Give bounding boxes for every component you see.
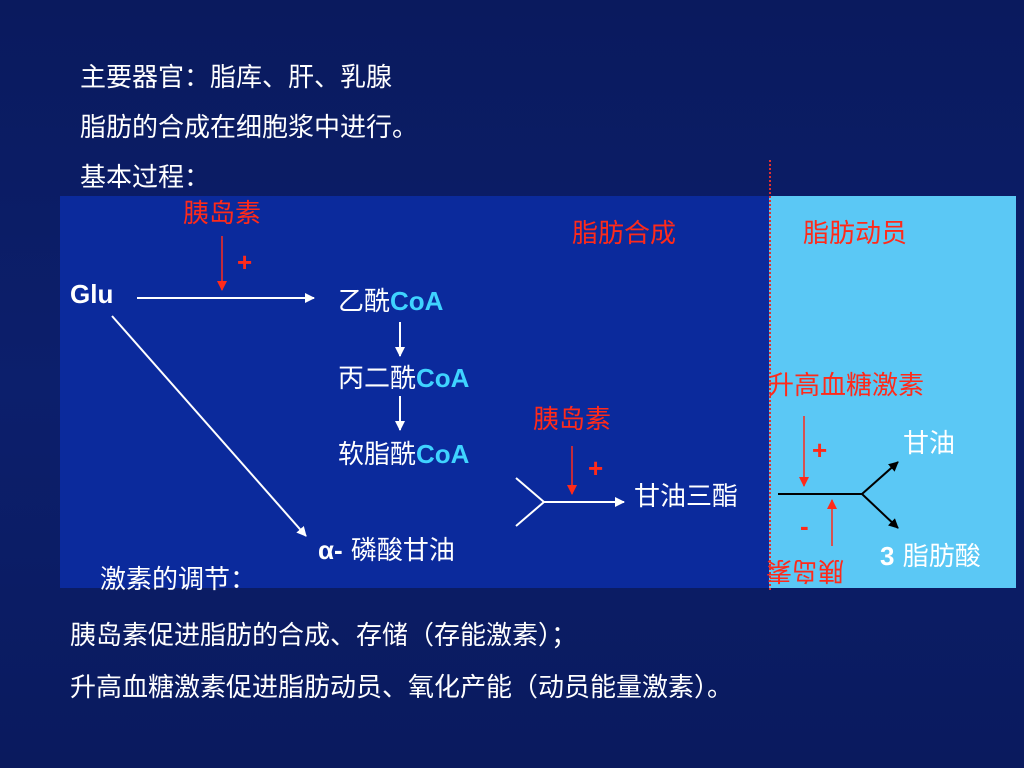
insulin-mid-label: 胰岛素 [533,405,612,435]
palmitoyl-prefix: 软脂酰 [338,440,417,470]
dotted-divider [769,160,771,590]
intro-line-1: 主要器官：脂库、肝、乳腺 [80,63,393,93]
plus-mid: + [588,453,604,483]
palmitoyl-coa-label: 软脂酰CoA [338,438,469,471]
palmitoyl-suffix: CoA [416,439,470,469]
malonyl-coa-label: 丙二酰CoA [338,362,469,395]
fatty-acid-suffix: 脂肪酸 [902,542,981,572]
glycerol-label: 甘油 [903,429,956,459]
intro-line-2: 脂肪的合成在细胞浆中进行。 [80,113,419,143]
glu-label: Glu [70,279,114,309]
insulin-flipped-label: 胰岛素 [766,555,845,585]
regulation-line-1: 胰岛素促进脂肪的合成、存储（存能激素）； [70,621,578,651]
fat-synthesis-label: 脂肪合成 [572,219,677,249]
to-glycerol-arrow [861,461,899,495]
fat-mobilization-label: 脂肪动员 [803,219,908,249]
glu-to-glycerol-phosphate-arrow [111,315,307,537]
glucagon-label: 升高血糖激素 [768,371,925,401]
malonyl-prefix: 丙二酰 [338,364,417,394]
plus-top: + [237,247,253,277]
acetyl-suffix: CoA [390,286,444,316]
acetyl-prefix: 乙酰 [338,287,391,317]
fatty-acid-label: 3 脂肪酸 [880,540,981,573]
acetyl-coa-label: 乙酰CoA [338,285,443,318]
plus-right: + [812,435,828,465]
glycerol-phosphate-prefix: α- [318,535,343,565]
to-fatty-acid-arrow [861,493,899,529]
malonyl-suffix: CoA [416,363,470,393]
intro-line-3: 基本过程： [80,163,211,193]
glycerol-phosphate-label: α- 磷酸甘油 [318,534,455,567]
triglyceride-label: 甘油三酯 [634,482,739,512]
fatty-acid-prefix: 3 [880,541,895,571]
minus-right: - [800,511,809,541]
convergence-lines [515,477,546,527]
glycerol-phosphate-suffix: 磷酸甘油 [350,536,455,566]
insulin-top-label: 胰岛素 [183,199,262,229]
regulation-heading: 激素的调节： [100,565,257,595]
insulin-flipped-label-wrap: 胰岛素 [766,554,844,586]
regulation-line-2: 升高血糖激素促进脂肪动员、氧化产能（动员能量激素）。 [70,673,734,703]
